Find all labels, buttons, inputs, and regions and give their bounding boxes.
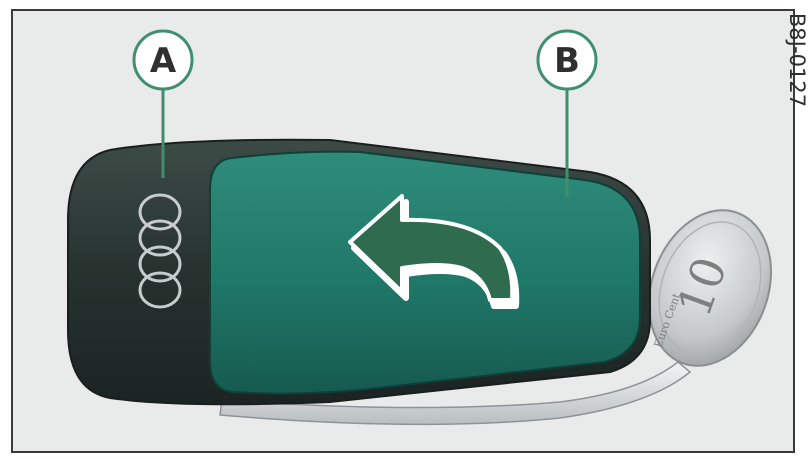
figure-code: B8J-0127 (785, 13, 809, 107)
callout-b-label: B (554, 41, 580, 81)
callout-a-label: A (150, 41, 177, 81)
